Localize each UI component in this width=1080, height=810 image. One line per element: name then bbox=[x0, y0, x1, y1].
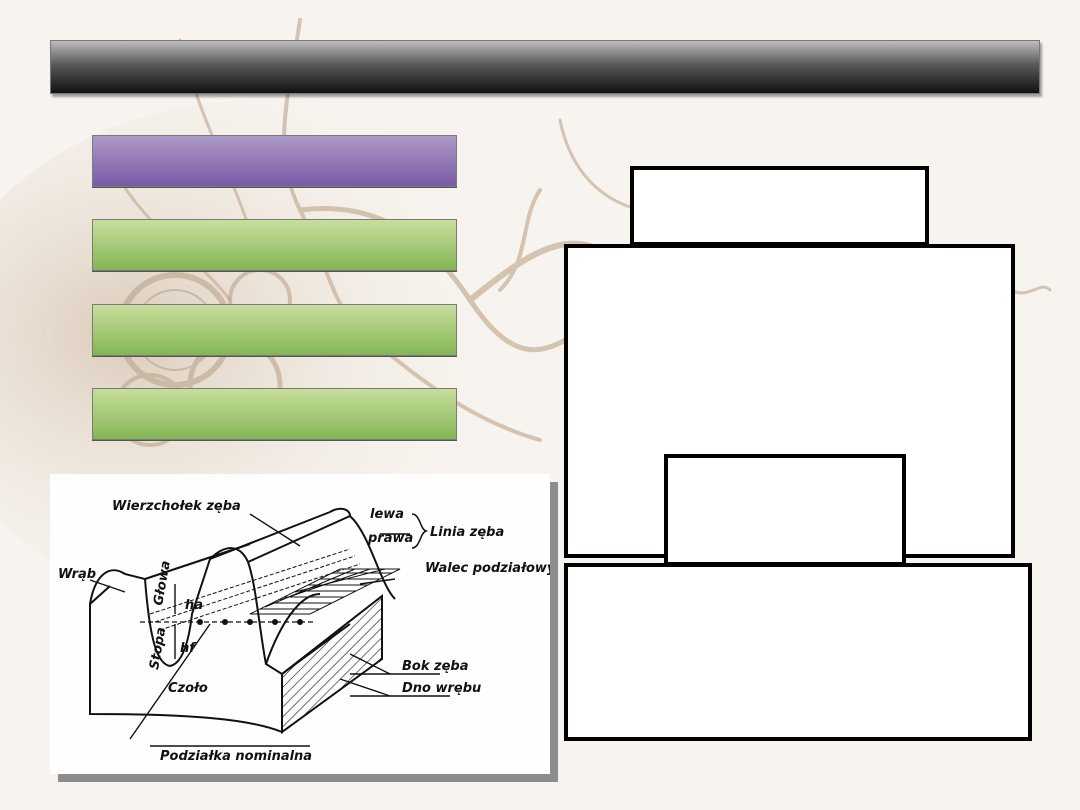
menu-button-4[interactable] bbox=[92, 388, 457, 440]
label-foot: Stopa bbox=[147, 626, 169, 671]
gear-tooth-diagram: Wierzchołek zęba lewa prawa Linia zęba W… bbox=[50, 474, 550, 774]
label-hf: hf bbox=[180, 641, 197, 656]
label-left: lewa bbox=[370, 507, 404, 522]
label-tooth-tip: Wierzchołek zęba bbox=[112, 499, 241, 514]
label-face: Czoło bbox=[168, 681, 208, 696]
top-text-box bbox=[630, 166, 929, 246]
inner-text-box bbox=[664, 454, 906, 566]
label-head: Głowa bbox=[151, 560, 174, 607]
label-groove: Wrąb bbox=[58, 567, 96, 582]
label-tooth-line: Linia zęba bbox=[430, 525, 504, 540]
label-right: prawa bbox=[367, 531, 413, 546]
menu-button-2[interactable] bbox=[92, 219, 457, 271]
label-nominal-pitch: Podziałka nominalna bbox=[160, 749, 312, 764]
label-pitch-cylinder: Walec podziałowy bbox=[425, 561, 550, 576]
label-tooth-flank: Bok zęba bbox=[402, 659, 468, 674]
menu-button-3[interactable] bbox=[92, 304, 457, 356]
label-groove-bottom: Dno wrębu bbox=[402, 681, 481, 696]
bottom-text-box bbox=[564, 563, 1032, 741]
title-bar bbox=[50, 40, 1040, 94]
label-ha: ha bbox=[185, 598, 203, 613]
gear-tooth-drawing: Wierzchołek zęba lewa prawa Linia zęba W… bbox=[58, 499, 550, 764]
menu-button-1[interactable] bbox=[92, 135, 457, 187]
